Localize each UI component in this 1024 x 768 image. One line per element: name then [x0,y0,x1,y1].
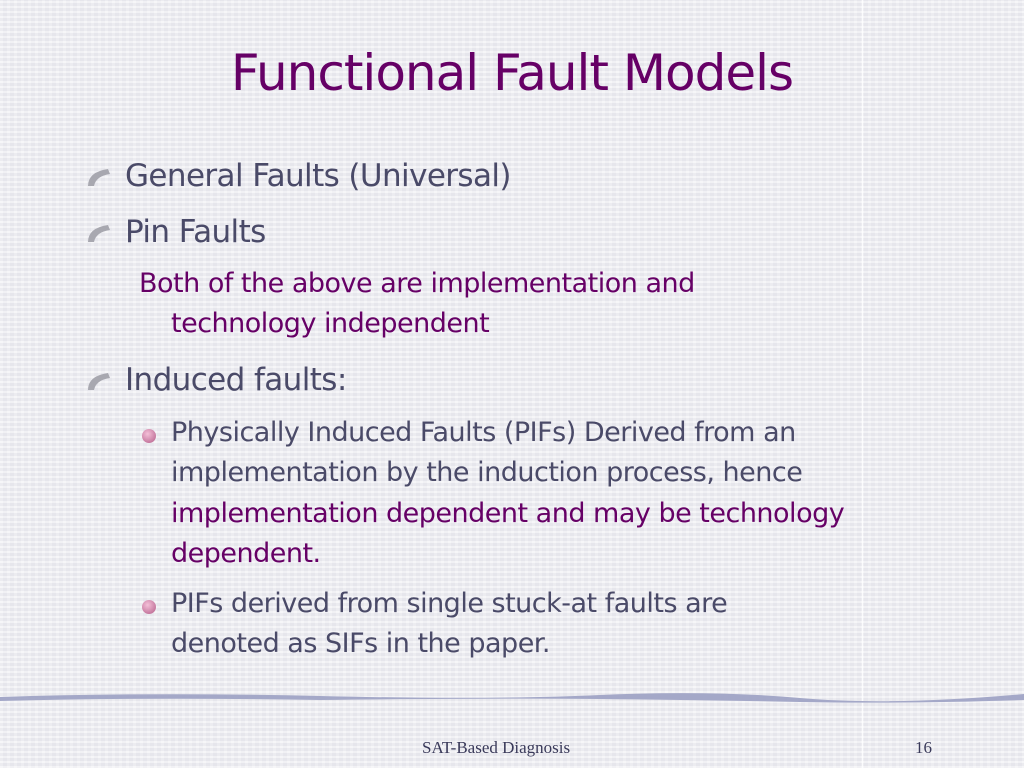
sub-bullet-line: Physically Induced Faults (PIFs) Derived… [171,417,796,448]
sub-bullet-line: implementation by the induction process,… [171,457,803,488]
round-bullet-icon [142,600,156,614]
wave-divider [0,693,1024,703]
slide-title: Functional Fault Models [230,44,794,102]
sub-bullet-line: implementation dependent and may be tech… [171,498,845,529]
bullet-induced-faults: Induced faults: [125,362,347,398]
curl-bullet-icon [88,225,110,242]
background-divider [862,0,863,768]
sub-bullet-line: dependent. [171,538,321,569]
footer-title: SAT-Based Diagnosis [422,738,571,757]
bullet-pin-faults: Pin Faults [125,214,266,250]
sub-bullet-line: denoted as SIFs in the paper. [171,628,551,659]
curl-bullet-icon [88,373,110,390]
round-bullet-icon [142,429,156,443]
bullet-general-faults: General Faults (Universal) [125,158,511,194]
page-number: 16 [915,738,932,757]
note-line: Both of the above are implementation and [139,268,695,299]
curl-bullet-icon [88,169,110,186]
sub-bullet-line: PIFs derived from single stuck-at faults… [171,588,728,619]
note-line: technology independent [171,308,490,339]
